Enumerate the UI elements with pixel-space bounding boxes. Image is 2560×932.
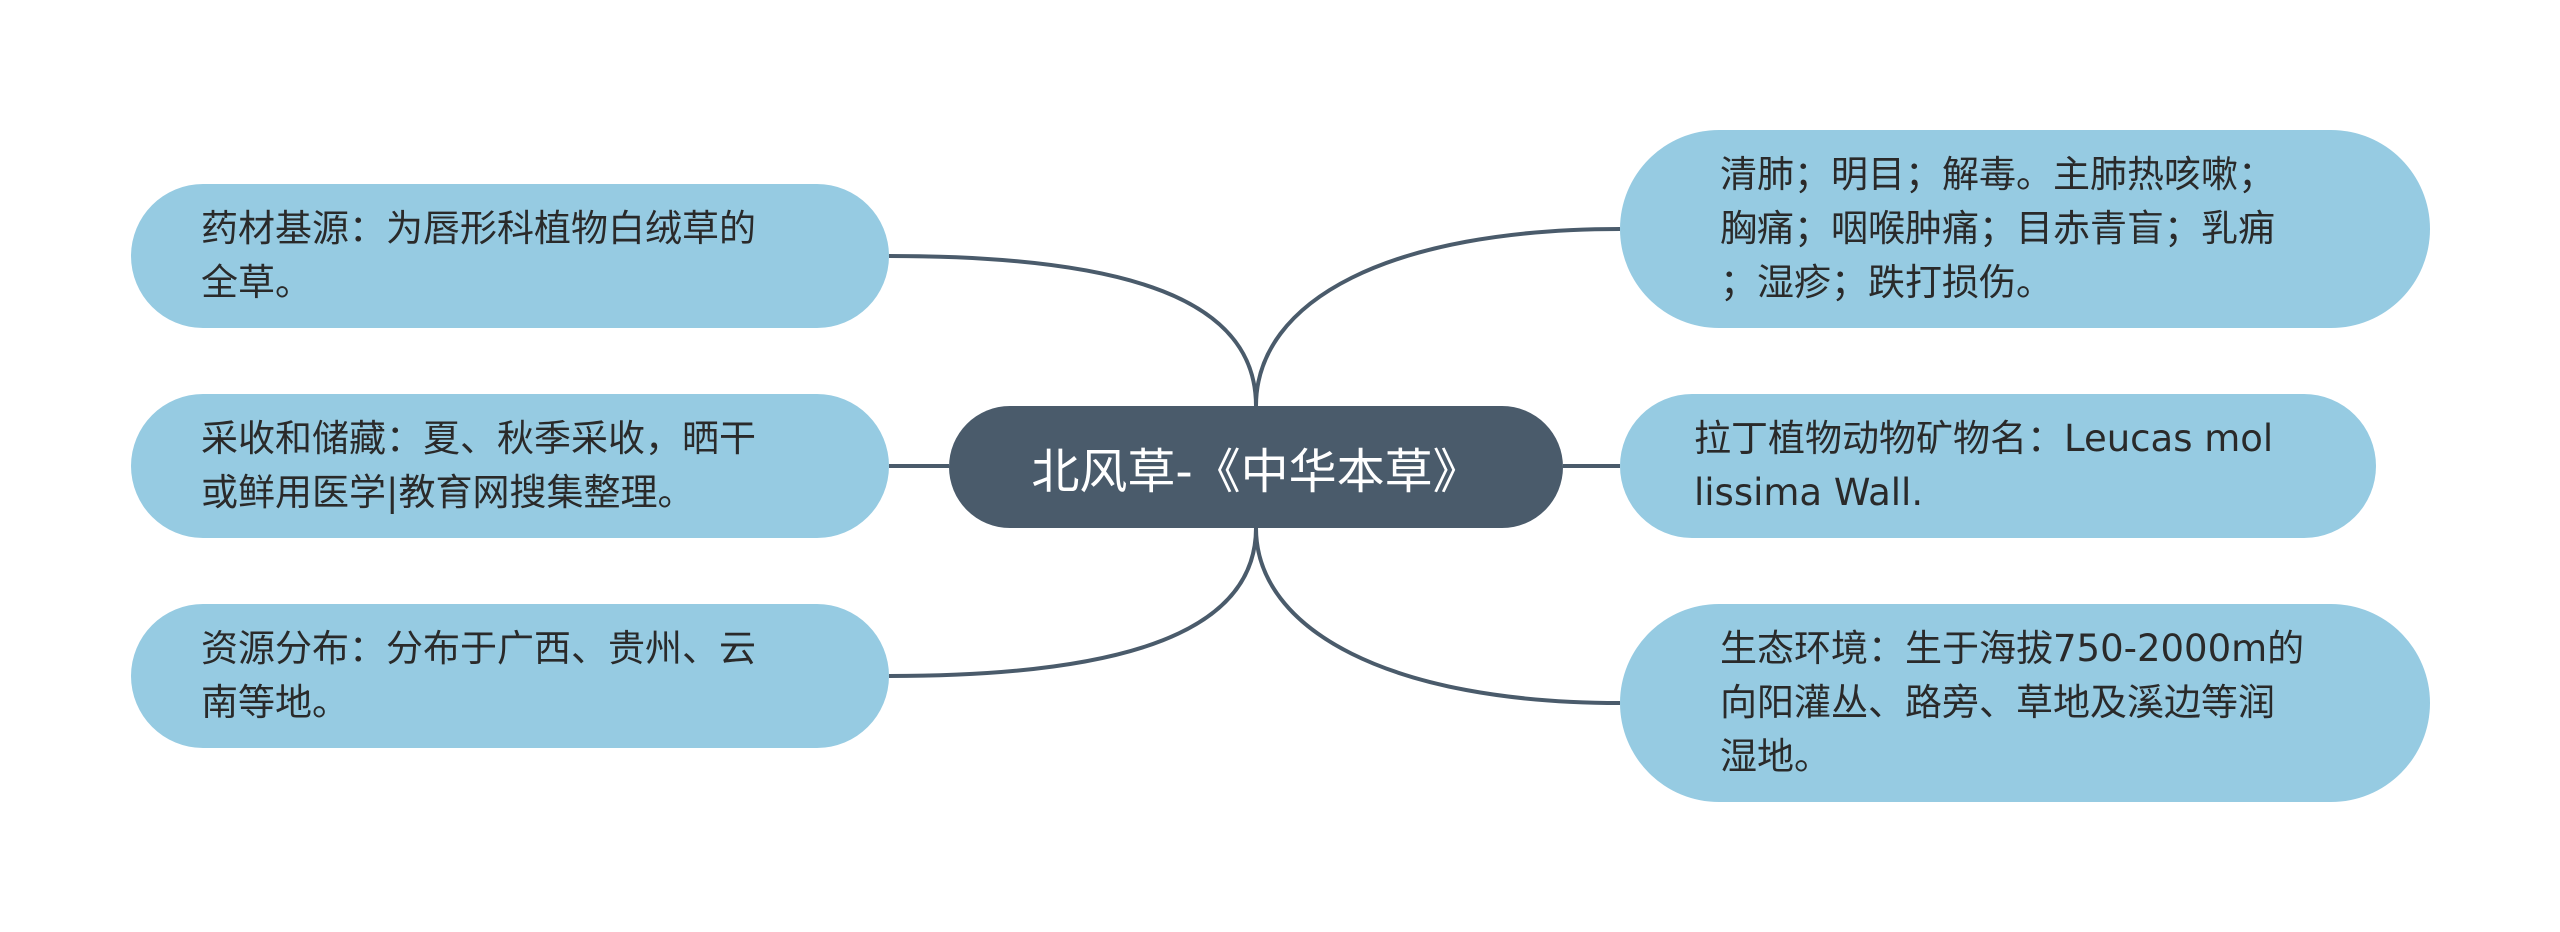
topic-label-efficacy: 清肺；明目；解毒。主肺热咳嗽； 胸痛；咽喉肿痛；目赤青盲；乳痈 ；湿疹；跌打损伤… (1720, 153, 2275, 304)
topic-node-harvest[interactable]: 采收和储藏：夏、秋季采收，晒干 或鲜用医学|教育网搜集整理。 (131, 394, 889, 538)
connector-right-1 (1254, 227, 1621, 407)
topic-node-source[interactable]: 药材基源：为唇形科植物白绒草的 全草。 (131, 184, 889, 328)
topic-label-harvest: 采收和储藏：夏、秋季采收，晒干 或鲜用医学|教育网搜集整理。 (201, 417, 756, 514)
topic-label-habitat: 生态环境：生于海拔750-2000m的 向阳灌丛、路旁、草地及溪边等润 湿地。 (1720, 627, 2305, 778)
connector-left-3 (888, 527, 1258, 678)
center-topic-label: 北风草-《中华本草》 (1031, 444, 1481, 500)
topic-label-distribution: 资源分布：分布于广西、贵州、云 南等地。 (201, 627, 756, 724)
topic-node-habitat[interactable]: 生态环境：生于海拔750-2000m的 向阳灌丛、路旁、草地及溪边等润 湿地。 (1620, 604, 2430, 802)
connector-left-1 (888, 254, 1258, 407)
topic-label-latin-name: 拉丁植物动物矿物名：Leucas mol lissima Wall. (1694, 417, 2274, 514)
topic-label-source: 药材基源：为唇形科植物白绒草的 全草。 (201, 207, 756, 304)
topic-node-latin-name[interactable]: 拉丁植物动物矿物名：Leucas mol lissima Wall. (1620, 394, 2376, 538)
topic-node-efficacy[interactable]: 清肺；明目；解毒。主肺热咳嗽； 胸痛；咽喉肿痛；目赤青盲；乳痈 ；湿疹；跌打损伤… (1620, 130, 2430, 328)
connector-right-3 (1254, 527, 1621, 705)
topic-node-distribution[interactable]: 资源分布：分布于广西、贵州、云 南等地。 (131, 604, 889, 748)
center-topic-node[interactable]: 北风草-《中华本草》 (949, 406, 1563, 528)
